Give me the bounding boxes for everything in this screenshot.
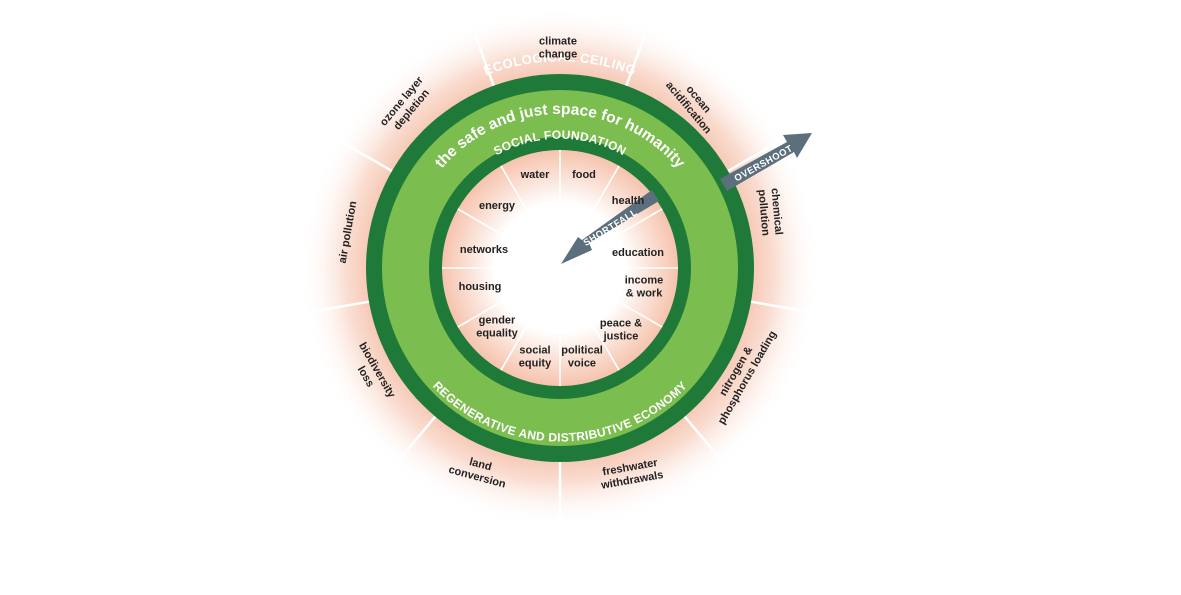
inner-dividers xyxy=(442,150,678,386)
inner-label-networks: networks xyxy=(460,244,508,256)
outer-dividers xyxy=(293,13,827,538)
inner-divider-line xyxy=(457,267,561,328)
inner-label-housing: housing xyxy=(459,281,502,293)
outer-divider-line xyxy=(625,13,654,87)
outer-divider-line xyxy=(385,415,437,476)
inner-label-income-work: income& work xyxy=(625,275,664,300)
inner-divider-line xyxy=(500,165,561,269)
inner-divider-line xyxy=(457,208,561,269)
outer-divider-line xyxy=(750,300,827,317)
outer-label-chemical-pollution: chemicalpollution xyxy=(755,188,784,237)
outer-divider-line xyxy=(293,300,370,317)
inner-label-education: education xyxy=(612,247,664,259)
inner-label-water: water xyxy=(520,169,550,181)
inner-divider-line xyxy=(500,267,561,371)
outer-divider-line xyxy=(466,13,495,87)
inner-divider-line xyxy=(559,267,620,371)
outer-divider-line xyxy=(325,131,393,173)
inner-label-food: food xyxy=(572,169,596,181)
social-foundation-labels: water food health education income& work peac… xyxy=(459,169,665,370)
inner-divider-line xyxy=(559,267,663,328)
outer-divider-line xyxy=(727,131,795,173)
inner-divider-line xyxy=(559,208,663,269)
inner-label-energy: energy xyxy=(479,200,516,212)
inner-label-peace-justice: peace &justice xyxy=(600,318,642,343)
inner-label-health: health xyxy=(612,195,645,207)
outer-divider-line xyxy=(683,415,735,476)
